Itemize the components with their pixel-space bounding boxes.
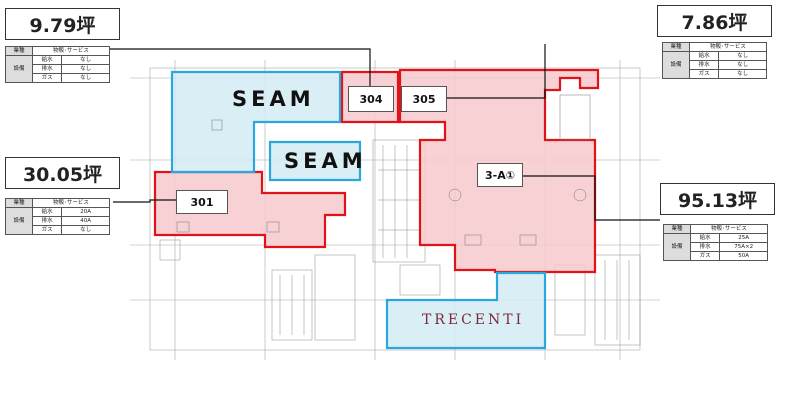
unit-number: 301 <box>190 195 214 209</box>
area-box-95-13: 95.13坪 <box>660 183 775 215</box>
unit-label-305: 305 <box>401 86 447 112</box>
brand-seam-1: SEAM <box>232 87 315 111</box>
unit-label-301: 301 <box>176 190 228 214</box>
zone-seam-1 <box>170 70 342 174</box>
zone-inner-details <box>176 94 591 246</box>
blue-zones <box>170 70 547 350</box>
area-box-7-86: 7.86坪 <box>657 5 772 37</box>
area-box-9-79: 9.79坪 <box>5 8 120 40</box>
zone-seam-2 <box>268 140 362 182</box>
leader-3a <box>520 175 660 221</box>
leader-305 <box>440 44 546 99</box>
brand-trecenti: TRECENTI <box>422 312 525 328</box>
unit-number: 304 <box>359 92 383 106</box>
building-details <box>159 139 641 346</box>
unit-number: 3-A① <box>484 168 516 182</box>
zone-trecenti <box>385 271 547 350</box>
unit-label-3a: 3-A① <box>477 163 523 187</box>
brand-seam-2: SEAM <box>284 149 367 173</box>
area-label: 7.86坪 <box>681 11 748 34</box>
leader-301 <box>113 199 178 203</box>
area-label: 9.79坪 <box>29 14 96 37</box>
unit-number: 305 <box>412 92 436 106</box>
unit-label-304: 304 <box>348 86 394 112</box>
area-label: 95.13坪 <box>677 189 758 212</box>
area-label: 30.05坪 <box>22 163 103 186</box>
spec-table-304: 業種物販･サービス 設備給水なし 排水なし ガスなし <box>5 46 110 83</box>
leader-304 <box>100 48 371 86</box>
leader-lines <box>100 44 660 221</box>
area-box-30-05: 30.05坪 <box>5 157 120 189</box>
spec-table-305: 業種物販･サービス 設備給水なし 排水なし ガスなし <box>662 42 767 79</box>
